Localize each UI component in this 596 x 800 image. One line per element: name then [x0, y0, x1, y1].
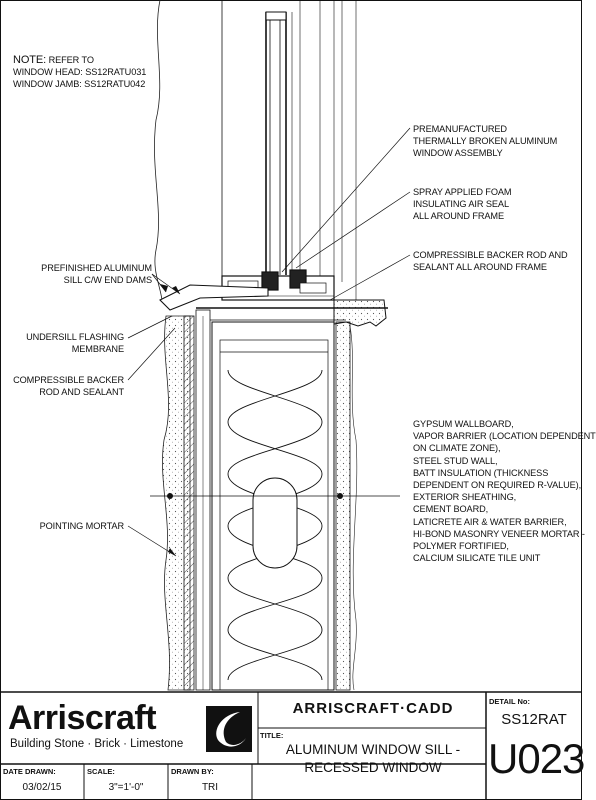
- callout-aluminum-sill: PREFINISHED ALUMINUM SILL c/w END DAMS: [41, 262, 152, 286]
- leader-arrows: [160, 284, 180, 556]
- note-title-suffix: REFER TO: [48, 55, 94, 65]
- date-label: DATE DRAWN:: [3, 767, 56, 776]
- title-line: RECESSED WINDOW: [304, 760, 442, 775]
- stone-veneer: [162, 315, 191, 691]
- company-name: ARRISCRAFT·CADD: [292, 700, 454, 717]
- callout-undersill-flashing: UNDERSILL FLASHING MEMBRANE: [26, 331, 124, 355]
- callout-line: COMPRESSIBLE BACKER: [13, 375, 124, 385]
- date-value: 03/02/15: [22, 782, 62, 793]
- callout-line: INSULATING AIR SEAL: [413, 199, 509, 210]
- callout-line: ROD AND SEALANT: [39, 387, 124, 398]
- stud-knockout: [252, 477, 298, 569]
- callout-line: BATT INSULATION (THICKNESS: [413, 467, 549, 478]
- callout-line: DEPENDENT ON REQUIRED R-VALUE),: [413, 480, 582, 491]
- detail-label: DETAIL No:: [489, 697, 530, 706]
- note-line: WINDOW JAMB: SS12RATU042: [13, 79, 146, 90]
- callout-line: ALL AROUND FRAME: [413, 211, 504, 222]
- reference-note: NOTE: REFER TO WINDOW HEAD: SS12RATU031 …: [13, 54, 146, 91]
- callout-line: COMPRESSIBLE BACKER ROD AND: [413, 250, 568, 260]
- gypsum-wallboard: [335, 321, 351, 691]
- callout-line: WINDOW ASSEMBLY: [413, 148, 503, 159]
- callout-line: ON CLIMATE ZONE),: [413, 443, 501, 454]
- callout-line: THERMALLY BROKEN ALUMINUM: [413, 136, 558, 147]
- window-frame-lines: [265, 0, 357, 300]
- callout-backer-rod: COMPRESSIBLE BACKER ROD AND SEALANT ALL …: [413, 249, 568, 273]
- aluminum-sill: [159, 284, 269, 311]
- callout-line: CEMENT BOARD,: [413, 504, 489, 515]
- callout-line: SILL c/w END DAMS: [63, 275, 152, 286]
- callout-line: HI-BOND MASONRY VENEER MORTAR -: [413, 528, 585, 539]
- batt-insulation: [227, 369, 323, 681]
- callout-line: CALCIUM SILICATE TILE UNIT: [413, 553, 541, 564]
- stone-edge-upper: [154, 0, 163, 301]
- scale-label: SCALE:: [87, 767, 115, 776]
- note-title: NOTE:: [13, 54, 47, 66]
- callout-line: LATICRETE AIR & WATER BARRIER,: [413, 516, 567, 527]
- title-label: TITLE:: [260, 731, 284, 740]
- title-block-lines: [0, 691, 582, 800]
- callout-line: POINTING MORTAR: [39, 521, 125, 531]
- callout-line: STEEL STUD WALL,: [413, 455, 498, 466]
- drawn-by-value: TRI: [201, 782, 219, 793]
- callout-line: VAPOR BARRIER (LOCATION DEPENDENT: [413, 431, 596, 442]
- section-drawing: [0, 0, 582, 800]
- callout-window-assembly: PREMANUFACTURED THERMALLY BROKEN ALUMINU…: [413, 123, 557, 160]
- mortar-layer: [183, 315, 195, 691]
- logo-wordmark: Arriscraft: [8, 699, 157, 737]
- callout-line: MEMBRANE: [71, 344, 124, 355]
- callout-line: UNDERSILL FLASHING: [26, 332, 124, 342]
- drawing-title: ALUMINUM WINDOW SILL - RECESSED WINDOW: [262, 741, 484, 777]
- title-line: ALUMINUM WINDOW SILL -: [285, 742, 461, 757]
- callout-line: SEALANT ALL AROUND FRAME: [413, 262, 547, 273]
- detail-number: SS12RAT: [501, 711, 567, 728]
- callout-line: POLYMER FORTIFIED,: [413, 541, 509, 552]
- callout-line: PREMANUFACTURED: [413, 124, 507, 134]
- callout-line: EXTERIOR SHEATHING,: [413, 492, 517, 503]
- callout-line: PREFINISHED ALUMINUM: [41, 263, 152, 273]
- sheet-number: U023: [488, 735, 585, 782]
- callout-pointing-mortar: POINTING MORTAR: [39, 520, 125, 532]
- callout-foam-seal: SPRAY APPLIED FOAM INSULATING AIR SEAL A…: [413, 186, 512, 223]
- drawn-by-label: DRAWN BY:: [171, 767, 214, 776]
- logo-tagline: Building Stone · Brick · Limestone: [10, 738, 184, 750]
- scale-value: 3"=1'-0": [108, 782, 144, 793]
- callout-wall-assembly: GYPSUM WALLBOARD, VAPOR BARRIER (LOCATIO…: [413, 418, 596, 564]
- callout-backer-sealant: COMPRESSIBLE BACKER ROD AND SEALANT: [13, 374, 124, 398]
- note-line: WINDOW HEAD: SS12RATU031: [13, 67, 147, 78]
- callout-line: GYPSUM WALLBOARD,: [413, 419, 514, 429]
- callout-line: SPRAY APPLIED FOAM: [413, 187, 512, 197]
- leader-lines: [127, 127, 411, 557]
